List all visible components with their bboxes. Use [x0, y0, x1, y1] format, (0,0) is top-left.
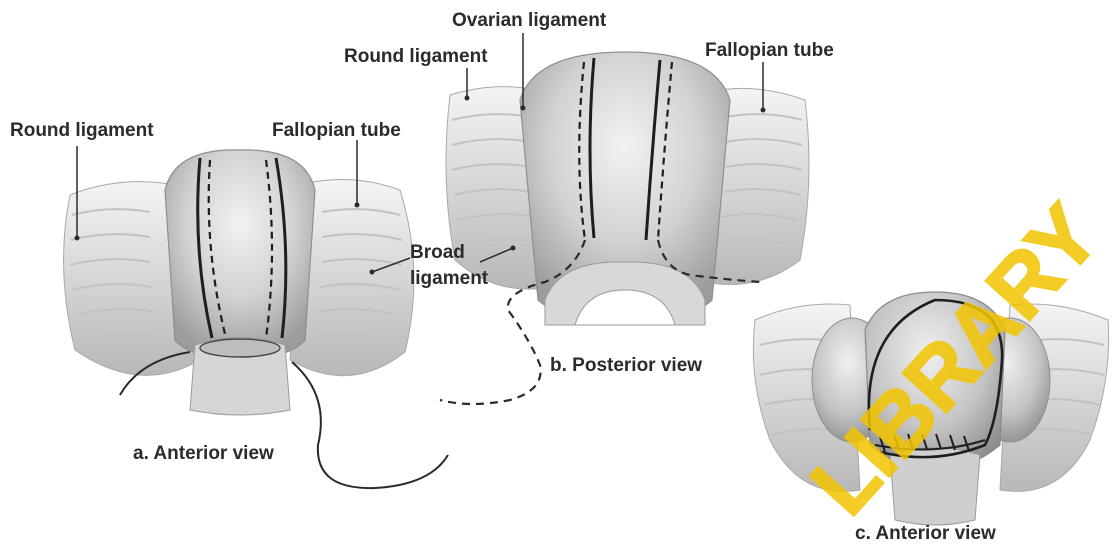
panel-a-broad-ligament-label-line1: Broad: [410, 242, 465, 263]
panel-a-caption: a. Anterior view: [133, 443, 274, 464]
panel-b-ovarian-ligament-label: Ovarian ligament: [452, 10, 607, 31]
panel-a-uterus: [165, 150, 315, 360]
panel-b-fallopian-tube-label: Fallopian tube: [705, 40, 834, 61]
panel-c-caption: c. Anterior view: [855, 523, 996, 544]
panel-a-broad-ligament-label-line2: ligament: [410, 268, 489, 289]
panel-a-illustration: [64, 140, 448, 488]
panel-b-round-ligament-label: Round ligament: [344, 46, 488, 67]
panel-a-suture-right: [292, 362, 448, 488]
panel-a-round-ligament-label: Round ligament: [10, 120, 154, 141]
panel-a-fallopian-tube-label: Fallopian tube: [272, 120, 401, 141]
panel-a-cervix-opening: [200, 339, 280, 357]
panel-b-caption: b. Posterior view: [550, 355, 702, 376]
